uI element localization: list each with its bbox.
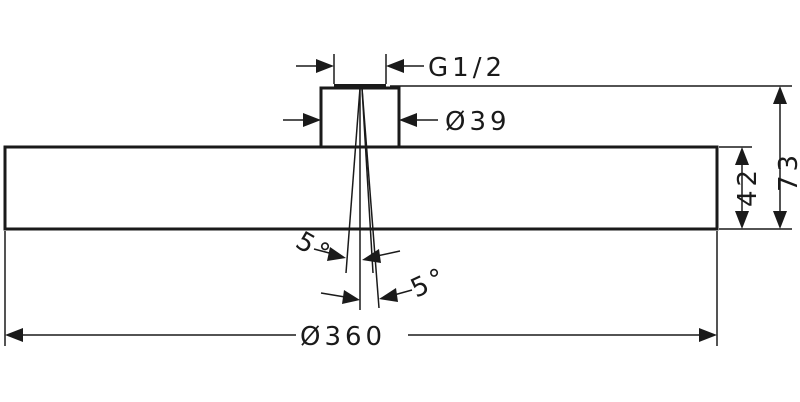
shower-disc [3, 145, 719, 231]
total-height-label: 73 [774, 151, 800, 192]
thread-dimension [296, 54, 424, 84]
thread-label: G1/2 [428, 53, 506, 83]
disc-height-dimension [719, 146, 752, 229]
disc-diameter-label: Ø360 [300, 322, 386, 352]
connector-diameter-label: Ø39 [445, 107, 511, 137]
total-height-dimension [390, 85, 792, 230]
connector-diameter-dimension [283, 113, 438, 127]
disc-diameter-dimension [4, 231, 718, 346]
disc-height-label: 42 [733, 166, 763, 207]
spray-angle-lines [345, 87, 380, 310]
angle-label-left: 5° [291, 226, 339, 271]
angle-label-right: 5° [406, 261, 453, 304]
angle-arrows [313, 247, 413, 304]
